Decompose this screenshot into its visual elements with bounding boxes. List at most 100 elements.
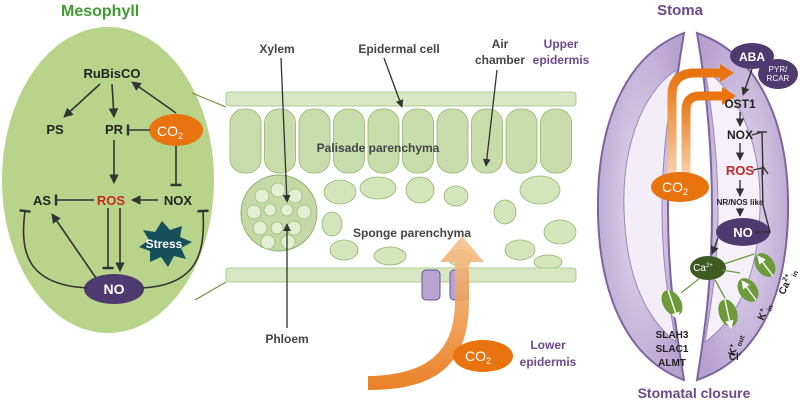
sponge-cell bbox=[533, 254, 563, 270]
mesophyll-nox-label: NOX bbox=[164, 193, 193, 208]
stoma-title: Stoma bbox=[657, 2, 704, 19]
palisade-cell bbox=[264, 108, 296, 174]
ca-label: Ca2+ bbox=[693, 263, 713, 274]
palisade-cell bbox=[333, 108, 365, 174]
ca-in-label: Ca2+in bbox=[776, 267, 800, 297]
sponge-cell bbox=[519, 175, 561, 205]
vascular-cells bbox=[246, 182, 312, 250]
cl-label: Cl- bbox=[729, 351, 742, 363]
palisade-cell bbox=[229, 108, 262, 174]
stoma-no-node bbox=[716, 218, 770, 246]
stoma-co2-node bbox=[651, 172, 709, 202]
mesophyll-panel: Mesophyll RuBisCO PS PR CO2 AS ROS NOX S… bbox=[2, 3, 227, 333]
mesophyll-arrows bbox=[19, 81, 209, 289]
air-chamber-label-2: chamber bbox=[475, 53, 525, 67]
stoma-panel: Stoma CO2 ABA PYR/ RCAR OST1 NOX ROS NR/… bbox=[596, 2, 800, 401]
mesophyll-co2-node bbox=[149, 114, 203, 146]
phloem-label: Phloem bbox=[265, 332, 308, 346]
lower-epidermis-label-1: Lower bbox=[530, 338, 566, 352]
stoma-co2-arrow-outer bbox=[667, 68, 720, 175]
stoma-co2-arrow-inner bbox=[681, 91, 722, 175]
sponge-cell bbox=[323, 179, 357, 205]
ps-label: PS bbox=[46, 122, 64, 137]
zoom-line-top bbox=[191, 92, 227, 108]
stress-label: Stress bbox=[146, 237, 183, 251]
sponge-cell bbox=[373, 246, 407, 266]
ca-node bbox=[690, 256, 726, 280]
stoma-ros-label: ROS bbox=[726, 163, 755, 178]
pyr-rcar-node bbox=[758, 59, 798, 89]
sponge-cell bbox=[329, 239, 359, 261]
mesophyll-title: Mesophyll bbox=[61, 3, 139, 20]
palisade-cell bbox=[298, 108, 331, 174]
stomatal-closure-label: Stomatal closure bbox=[638, 385, 751, 401]
vascular-cell bbox=[270, 182, 286, 198]
leaf-pointers bbox=[280, 57, 498, 328]
mesophyll-co2-label: CO2 bbox=[157, 123, 183, 141]
vascular-cell bbox=[296, 204, 312, 220]
sponge-cell bbox=[443, 185, 469, 207]
sponge-cell bbox=[405, 176, 435, 204]
palisade-cells bbox=[229, 108, 572, 174]
almt-label: ALMT bbox=[658, 358, 686, 369]
pyr-label-1: PYR/ bbox=[769, 65, 788, 74]
mesophyll-no-node bbox=[84, 274, 144, 304]
xylem-label: Xylem bbox=[259, 42, 294, 56]
upper-epidermis-label-2: epidermis bbox=[533, 53, 590, 67]
pyr-label-2: RCAR bbox=[767, 74, 790, 83]
palisade-label: Palisade parenchyma bbox=[317, 141, 440, 155]
vascular-cell bbox=[260, 234, 276, 250]
upper-epidermis-label-1: Upper bbox=[544, 37, 579, 51]
sponge-cell bbox=[321, 211, 343, 237]
lower-epidermis-layer bbox=[225, 267, 577, 283]
vascular-cell bbox=[246, 204, 262, 220]
rubisco-label: RuBisCO bbox=[83, 66, 140, 81]
leaf-co2-label: CO2 bbox=[465, 348, 491, 366]
pr-label: PR bbox=[105, 122, 124, 137]
vascular-cell bbox=[252, 220, 268, 236]
leaf-co2-node bbox=[453, 340, 513, 372]
ion-channels bbox=[661, 253, 776, 329]
aba-label: ABA bbox=[739, 50, 765, 64]
stoma-co2-label: CO2 bbox=[662, 179, 688, 197]
stress-starburst bbox=[139, 221, 192, 267]
palisade-cell bbox=[367, 108, 400, 174]
slac1-label: SLAC1 bbox=[656, 344, 689, 355]
vascular-cell bbox=[280, 234, 296, 250]
stoma-no-label: NO bbox=[733, 225, 753, 240]
palisade-cell bbox=[402, 108, 434, 174]
vascular-cell bbox=[280, 203, 294, 217]
mesophyll-no-label: NO bbox=[104, 281, 125, 297]
mesophyll-ros-label: ROS bbox=[97, 193, 126, 208]
k-in-label: K+in bbox=[755, 301, 775, 323]
palisade-cell bbox=[436, 108, 469, 174]
vascular-cell bbox=[254, 188, 270, 204]
vascular-cell bbox=[263, 203, 277, 217]
stoma-vacuole-left bbox=[623, 68, 677, 344]
palisade-cell bbox=[505, 108, 538, 174]
k-out-label: K+out bbox=[726, 332, 747, 358]
stoma-co2-arrowhead-outer bbox=[720, 64, 734, 82]
palisade-cell bbox=[540, 108, 572, 174]
nr-nos-label: NR/NOS like bbox=[717, 198, 764, 207]
sponge-cell bbox=[504, 239, 536, 261]
leaf-section: Xylem Epidermal cell Air chamber Upper e… bbox=[225, 37, 590, 390]
vascular-cell bbox=[287, 188, 303, 204]
slah3-label: SLAH3 bbox=[656, 330, 689, 341]
aba-node bbox=[730, 43, 774, 69]
vascular-cell bbox=[286, 220, 302, 236]
sponge-cell bbox=[359, 176, 397, 200]
palisade-cell bbox=[471, 108, 503, 174]
stoma-nox-label: NOX bbox=[727, 128, 753, 142]
leaf-guard-cell-left bbox=[421, 269, 441, 301]
as-label: AS bbox=[33, 193, 51, 208]
ost1-label: OST1 bbox=[724, 97, 756, 111]
stoma-co2-arrowhead-inner bbox=[722, 87, 736, 105]
sponge-cell bbox=[493, 199, 517, 225]
air-chamber-label-1: Air bbox=[492, 37, 509, 51]
sponge-label: Sponge parenchyma bbox=[353, 226, 471, 240]
zoom-line-bottom bbox=[194, 281, 227, 301]
sponge-cell bbox=[543, 219, 577, 245]
